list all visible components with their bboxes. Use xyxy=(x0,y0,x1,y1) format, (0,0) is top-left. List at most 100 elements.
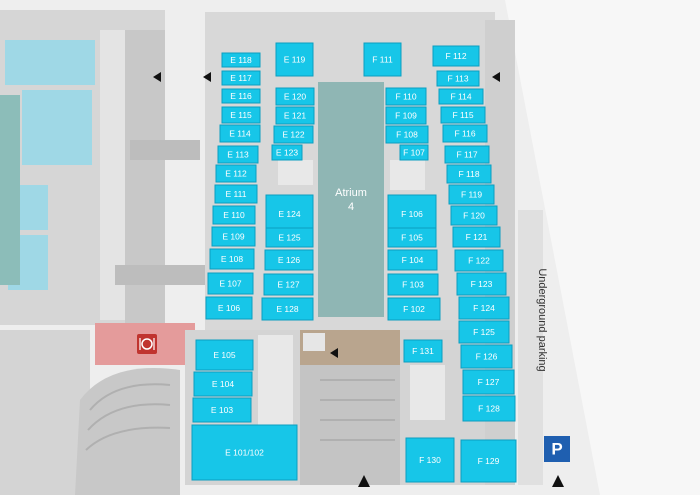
room-f-105[interactable]: F 105 xyxy=(387,227,437,248)
entrance-arrow-icon[interactable] xyxy=(330,348,338,358)
room-e-115[interactable]: E 115 xyxy=(221,106,261,124)
room-shape[interactable] xyxy=(387,249,438,271)
room-e-123[interactable]: E 123 xyxy=(271,144,303,161)
room-shape[interactable] xyxy=(387,297,441,321)
room-f-130[interactable]: F 130 xyxy=(405,437,455,483)
room-f-120[interactable]: F 120 xyxy=(450,205,498,226)
room-shape[interactable] xyxy=(221,70,261,86)
room-e-104[interactable]: E 104 xyxy=(193,371,253,397)
room-f-109[interactable]: F 109 xyxy=(385,106,427,125)
room-e-111[interactable]: E 111 xyxy=(214,184,258,204)
room-f-128[interactable]: F 128 xyxy=(462,395,516,422)
room-f-124[interactable]: F 124 xyxy=(458,296,510,320)
room-e-105[interactable]: E 105 xyxy=(195,339,254,371)
entrance-arrow-icon[interactable] xyxy=(153,72,161,82)
room-shape[interactable] xyxy=(221,106,261,124)
room-f-102[interactable]: F 102 xyxy=(387,297,441,321)
room-shape[interactable] xyxy=(261,297,314,321)
room-e-127[interactable]: E 127 xyxy=(263,273,314,296)
room-f-125[interactable]: F 125 xyxy=(458,320,510,344)
room-f-121[interactable]: F 121 xyxy=(452,226,501,248)
room-shape[interactable] xyxy=(385,125,429,144)
room-f-129[interactable]: F 129 xyxy=(460,439,517,483)
room-shape[interactable] xyxy=(387,227,437,248)
room-f-126[interactable]: F 126 xyxy=(460,344,513,369)
room-shape[interactable] xyxy=(454,249,504,272)
room-e-125[interactable]: E 125 xyxy=(265,227,314,248)
room-e-116[interactable]: E 116 xyxy=(221,88,261,104)
room-shape[interactable] xyxy=(263,273,314,296)
room-f-106[interactable]: F 106 xyxy=(387,194,437,234)
room-f-108[interactable]: F 108 xyxy=(385,125,429,144)
room-shape[interactable] xyxy=(217,145,259,164)
room-shape[interactable] xyxy=(460,439,517,483)
room-shape[interactable] xyxy=(385,87,427,106)
room-e-112[interactable]: E 112 xyxy=(215,164,257,183)
room-shape[interactable] xyxy=(450,205,498,226)
room-shape[interactable] xyxy=(275,87,315,106)
room-shape[interactable] xyxy=(462,369,515,395)
room-shape[interactable] xyxy=(405,437,455,483)
room-f-103[interactable]: F 103 xyxy=(387,273,439,296)
room-shape[interactable] xyxy=(436,70,480,87)
room-shape[interactable] xyxy=(265,194,314,234)
room-shape[interactable] xyxy=(264,249,314,271)
parking-icon[interactable]: P xyxy=(544,436,570,462)
room-f-111[interactable]: F 111 xyxy=(363,42,402,77)
room-f-119[interactable]: F 119 xyxy=(448,184,495,205)
room-shape[interactable] xyxy=(205,296,253,320)
room-shape[interactable] xyxy=(193,371,253,397)
room-shape[interactable] xyxy=(387,273,439,296)
room-shape[interactable] xyxy=(195,339,254,371)
room-e-114[interactable]: E 114 xyxy=(219,124,261,143)
restaurant-icon[interactable] xyxy=(137,334,157,354)
room-shape[interactable] xyxy=(462,395,516,422)
room-shape[interactable] xyxy=(221,52,261,68)
room-shape[interactable] xyxy=(271,144,303,161)
room-e-108[interactable]: E 108 xyxy=(209,248,255,270)
room-shape[interactable] xyxy=(215,164,257,183)
room-shape[interactable] xyxy=(446,164,492,184)
room-shape[interactable] xyxy=(452,226,501,248)
room-shape[interactable] xyxy=(440,106,486,124)
room-shape[interactable] xyxy=(209,248,255,270)
room-e-109[interactable]: E 109 xyxy=(211,226,256,247)
entrance-arrow-icon[interactable] xyxy=(492,72,500,82)
room-e-122[interactable]: E 122 xyxy=(273,125,314,144)
room-shape[interactable] xyxy=(273,125,314,144)
room-shape[interactable] xyxy=(265,227,314,248)
room-f-112[interactable]: F 112 xyxy=(432,45,480,67)
room-e-128[interactable]: E 128 xyxy=(261,297,314,321)
room-e-118[interactable]: E 118 xyxy=(221,52,261,68)
room-shape[interactable] xyxy=(275,42,314,77)
room-f-113[interactable]: F 113 xyxy=(436,70,480,87)
entrance-arrow-icon[interactable] xyxy=(358,475,370,487)
room-shape[interactable] xyxy=(363,42,402,77)
room-e-120[interactable]: E 120 xyxy=(275,87,315,106)
room-e-126[interactable]: E 126 xyxy=(264,249,314,271)
room-shape[interactable] xyxy=(219,124,261,143)
room-f-107[interactable]: F 107 xyxy=(399,144,429,161)
room-e-117[interactable]: E 117 xyxy=(221,70,261,86)
room-f-114[interactable]: F 114 xyxy=(438,88,484,105)
room-shape[interactable] xyxy=(214,184,258,204)
room-e-107[interactable]: E 107 xyxy=(207,272,254,295)
room-shape[interactable] xyxy=(275,106,315,125)
room-e-121[interactable]: E 121 xyxy=(275,106,315,125)
room-e-103[interactable]: E 103 xyxy=(192,397,252,423)
room-f-117[interactable]: F 117 xyxy=(444,145,490,164)
room-f-127[interactable]: F 127 xyxy=(462,369,515,395)
room-e-110[interactable]: E 110 xyxy=(212,205,256,225)
room-shape[interactable] xyxy=(444,145,490,164)
room-f-116[interactable]: F 116 xyxy=(442,124,488,143)
room-e-119[interactable]: E 119 xyxy=(275,42,314,77)
room-f-123[interactable]: F 123 xyxy=(456,272,507,296)
room-shape[interactable] xyxy=(442,124,488,143)
room-shape[interactable] xyxy=(458,296,510,320)
room-f-115[interactable]: F 115 xyxy=(440,106,486,124)
room-shape[interactable] xyxy=(207,272,254,295)
room-shape[interactable] xyxy=(448,184,495,205)
room-shape[interactable] xyxy=(460,344,513,369)
room-f-122[interactable]: F 122 xyxy=(454,249,504,272)
entrance-arrow-icon[interactable] xyxy=(203,72,211,82)
